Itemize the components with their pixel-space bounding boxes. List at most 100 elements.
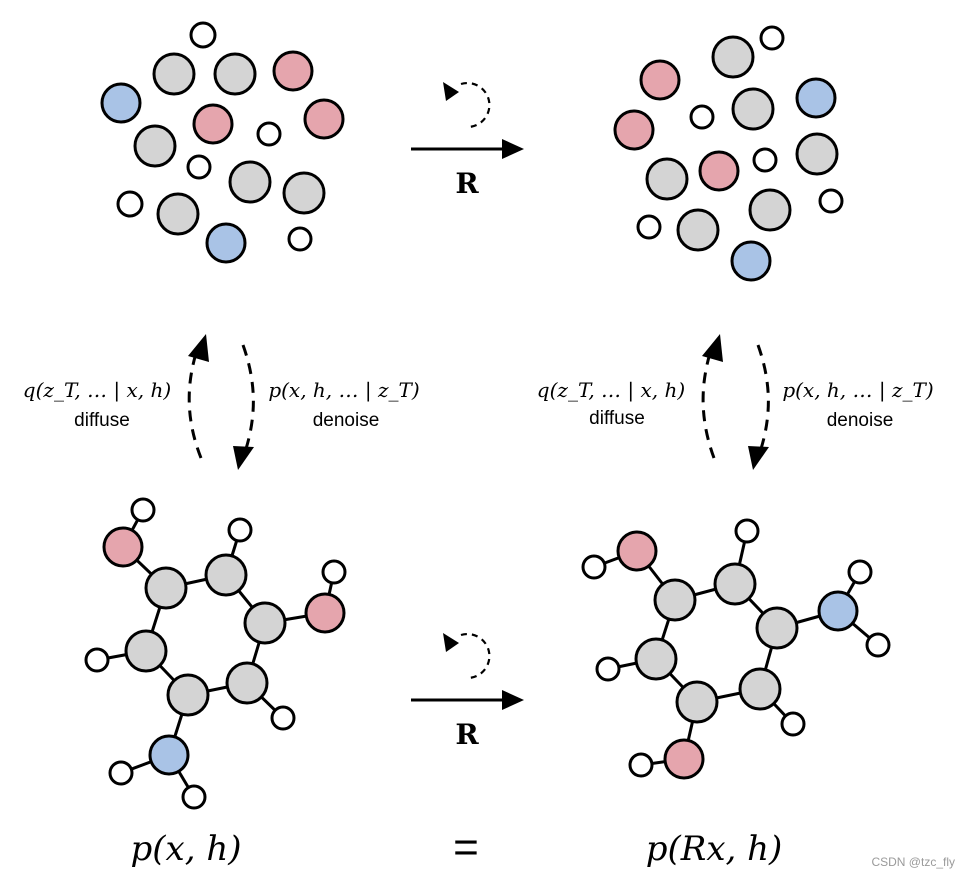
atom-n (817, 590, 859, 632)
atom-h (321, 559, 347, 585)
rotation-arrowhead-icon (443, 82, 459, 101)
atom-n (730, 240, 772, 282)
denoise-down-arrow-icon (241, 344, 255, 453)
atom-n (795, 77, 837, 119)
atom-c (634, 637, 678, 681)
noisy-cloud-left (100, 21, 345, 264)
atom-h (256, 121, 282, 147)
atom-h (270, 705, 296, 731)
atom-c (645, 157, 689, 201)
atom-c (213, 52, 257, 96)
atom-o (102, 526, 144, 568)
diffuse-formula: q(z_T, … | x, h) (23, 378, 171, 403)
rotation-dashed-arc-icon (460, 632, 491, 680)
diffuse-label: diffuse (589, 408, 645, 429)
atom-c (711, 35, 755, 79)
denoise-label: denoise (313, 410, 380, 431)
diffuse-arrowhead-icon (188, 334, 209, 362)
denoise-down-arrow-icon (756, 344, 770, 453)
equation-left: p(x, h) (131, 829, 242, 869)
denoise-arrowhead-icon (748, 446, 769, 470)
watermark: CSDN @tzc_fly (871, 855, 955, 869)
atom-c (225, 661, 269, 705)
atom-o (663, 738, 705, 780)
atom-c (124, 629, 168, 673)
atom-o (639, 59, 681, 101)
atom-o (272, 50, 314, 92)
atom-c (653, 578, 697, 622)
denoise-label: denoise (827, 410, 894, 431)
right-process-arrows: q(z_T, … | x, h) diffuse p(x, h, … | z_T… (537, 334, 934, 470)
atom-o (613, 109, 655, 151)
atom-c (166, 673, 210, 717)
atom-h (847, 559, 873, 585)
atom-h (186, 154, 212, 180)
atom-n (205, 222, 247, 264)
atom-c (755, 606, 799, 650)
atom-h (628, 752, 654, 778)
atom-o (304, 592, 346, 634)
atom-c (675, 680, 719, 724)
diffuse-label: diffuse (74, 410, 130, 431)
atom-c (243, 601, 287, 645)
atom-h (84, 647, 110, 673)
equation-equals: = (453, 823, 479, 872)
atom-c (228, 160, 272, 204)
atom-n (100, 82, 142, 124)
atom-h (130, 497, 156, 523)
noisy-cloud-right (613, 25, 844, 282)
diffuse-formula: q(z_T, … | x, h) (537, 378, 685, 403)
top-rotation-arrow: R (411, 81, 524, 200)
atom-h (752, 147, 778, 173)
atom-h (116, 190, 144, 218)
diffuse-up-arrow-icon (187, 349, 203, 459)
rotation-dashed-arc-icon (460, 81, 491, 129)
atom-o (192, 103, 234, 145)
atom-n (148, 734, 190, 776)
rotation-arrowhead-icon (443, 633, 459, 652)
atom-h (287, 226, 313, 252)
atom-h (780, 711, 806, 737)
equation-right: p(Rx, h) (646, 829, 783, 869)
atom-h (759, 25, 785, 51)
atom-c (204, 553, 248, 597)
denoise-formula: p(x, h, … | z_T) (268, 378, 419, 403)
diffuse-up-arrow-icon (701, 349, 716, 459)
diffuse-arrowhead-icon (702, 334, 723, 362)
atom-h (636, 214, 662, 240)
atom-h (189, 21, 217, 49)
atom-o (303, 98, 345, 140)
atom-c (144, 566, 188, 610)
atom-h (595, 656, 621, 682)
atom-h (689, 104, 715, 130)
atom-c (731, 87, 775, 131)
left-process-arrows: q(z_T, … | x, h) diffuse p(x, h, … | z_T… (23, 334, 420, 470)
equivariance-equation: p(x, h) = p(Rx, h) (131, 823, 783, 872)
atom-h (227, 517, 253, 543)
atom-h (581, 554, 607, 580)
right-arrowhead-icon (502, 690, 524, 710)
atom-h (108, 760, 134, 786)
bottom-rotation-arrow: R (411, 632, 524, 751)
atom-c (795, 132, 839, 176)
atom-c (152, 52, 196, 96)
atom-c (713, 562, 757, 606)
atom-h (181, 784, 207, 810)
atom-c (738, 667, 782, 711)
atom-c (676, 208, 720, 252)
molecule-left (84, 497, 347, 810)
rotation-label: R (455, 167, 479, 200)
right-arrowhead-icon (502, 139, 524, 159)
atom-h (818, 188, 844, 214)
atom-c (156, 192, 200, 236)
atom-c (133, 124, 177, 168)
atom-h (734, 518, 760, 544)
atom-c (282, 171, 326, 215)
atom-h (865, 632, 891, 658)
denoise-arrowhead-icon (233, 446, 254, 470)
atom-o (698, 150, 740, 192)
denoise-formula: p(x, h, … | z_T) (782, 378, 933, 403)
atom-o (616, 530, 658, 572)
atom-c (748, 188, 792, 232)
molecule-right (581, 518, 891, 780)
